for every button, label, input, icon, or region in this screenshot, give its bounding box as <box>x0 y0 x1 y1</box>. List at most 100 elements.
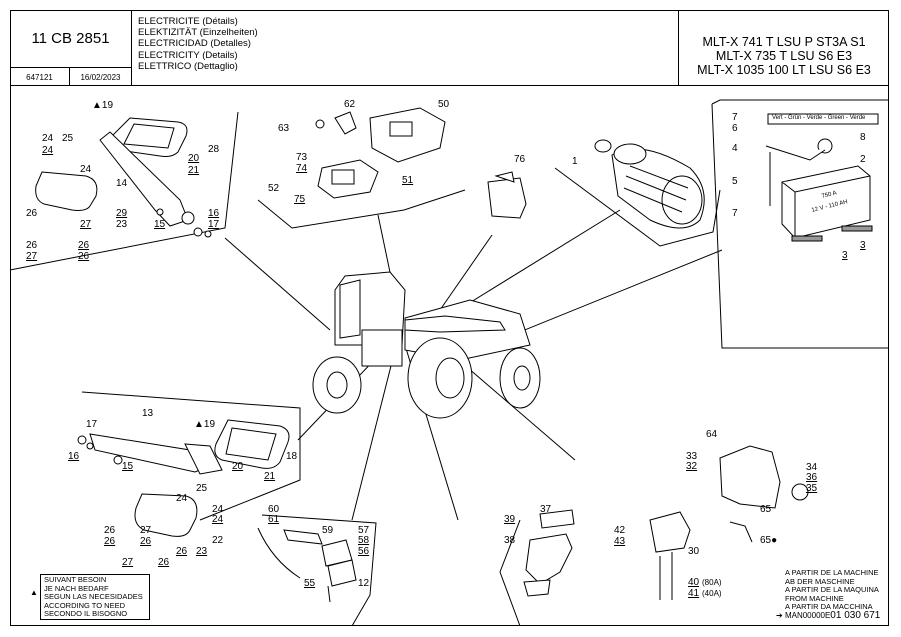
part-label: 58 <box>358 535 370 546</box>
part-label: 59 <box>322 525 334 536</box>
part-label: 1 <box>572 156 578 167</box>
doc-date: 16/02/2023 <box>70 68 132 86</box>
part-label: 43 <box>614 536 626 547</box>
part-label: 16 <box>208 208 220 219</box>
part-label: 42 <box>614 525 626 536</box>
part-label: 73 <box>296 152 308 163</box>
machine-note-line: A PARTIR DE LA MACHINE <box>785 568 879 577</box>
description: ELECTRICITE (Détails) ELEKTIZITÄT (Einze… <box>138 16 678 86</box>
part-label: 27 <box>80 219 92 230</box>
legend-box: SUIVANT BESOIN JE NACH BEDARF SEGUN LAS … <box>40 574 150 620</box>
part-label: 17 <box>86 419 98 430</box>
machine-note: A PARTIR DE LA MACHINE AB DER MASCHINE A… <box>782 568 886 612</box>
part-label: 37 <box>540 504 552 515</box>
part-label: 35 <box>806 483 818 494</box>
arrow-right-icon: ➔ <box>776 611 783 620</box>
legend-symbol: ▲ <box>30 588 38 597</box>
panel-border-top-left <box>9 111 239 271</box>
part-label: 24 <box>80 164 92 175</box>
part-label: 28 <box>208 144 220 155</box>
part-label: 34 <box>806 462 818 473</box>
part-label: 61 <box>268 514 280 525</box>
fuse-boxes <box>523 445 809 600</box>
legend-line: JE NACH BEDARF <box>44 583 109 593</box>
panel-border-top-mid <box>257 189 466 229</box>
part-label: 7 <box>732 112 738 123</box>
part-label: 65● <box>760 535 777 546</box>
panel-border-battery <box>711 103 889 349</box>
part-label: 36 <box>806 472 818 483</box>
part-label: (40A) <box>702 589 722 598</box>
part-label: 51 <box>402 175 414 186</box>
panel-border-battery-top <box>711 99 889 105</box>
machine-note-line: AB DER MASCHINE <box>785 576 855 586</box>
part-label: 5 <box>732 176 738 187</box>
part-label: 20 <box>232 461 244 472</box>
part-label: 56 <box>358 546 370 557</box>
part-label: 17 <box>208 219 220 230</box>
relay-set <box>257 527 357 603</box>
part-label: 24 <box>42 133 54 144</box>
legend-line: SUIVANT BESOIN <box>44 575 107 584</box>
part-label: 26 <box>26 208 38 219</box>
part-label: 14 <box>116 178 128 189</box>
part-label: 63 <box>278 123 290 134</box>
part-label: 33 <box>686 451 698 462</box>
part-label: 62 <box>344 99 356 110</box>
doc-number: 647121 <box>10 68 70 86</box>
model-list: MLT-X 741 T LSU P ST3A S1 MLT-X 735 T LS… <box>678 10 889 86</box>
machine-note-line: A PARTIR DA MACCHINA <box>785 602 873 612</box>
part-label: 26 <box>78 251 90 262</box>
part-label: ▲19 <box>194 419 215 430</box>
model-item: MLT-X 735 T LSU S6 E3 <box>715 49 853 63</box>
part-label: 26 <box>176 546 188 557</box>
part-label: 38 <box>504 535 516 546</box>
part-label: 75 <box>294 194 306 205</box>
part-label: 26 <box>104 536 116 547</box>
legend-line: ACCORDING TO NEED <box>44 600 125 610</box>
legend-line: SECONDO IL BISOGNO <box>44 609 128 619</box>
machine-note-line: A PARTIR DE LA MAQUINA <box>785 585 879 595</box>
part-label: 30 <box>688 546 700 557</box>
part-label: 26 <box>140 536 152 547</box>
battery-rating: 750 A <box>821 190 837 200</box>
part-label: 27 <box>26 251 38 262</box>
part-label: 24 <box>42 145 54 156</box>
part-label: 27 <box>140 525 152 536</box>
part-label: 27 <box>122 557 134 568</box>
rear-light-assembly-top <box>35 117 212 238</box>
part-label: 55 <box>304 578 316 589</box>
battery <box>765 113 879 242</box>
reference-number: 11 CB 2851 <box>10 10 132 68</box>
part-label: 24 <box>212 514 224 525</box>
part-label: 23 <box>196 546 208 557</box>
part-label: (80A) <box>702 578 722 587</box>
part-label: 52 <box>268 183 280 194</box>
wire-color-label: Vert - Grün - Verde - Green - Verde <box>772 115 866 121</box>
machine-note-line: FROM MACHINE <box>785 593 844 603</box>
description-line: ELEKTIZITÄT (Einzelheiten) <box>138 27 258 39</box>
part-label: 24 <box>176 493 188 504</box>
footer-code-number: 01 030 671 <box>830 610 881 621</box>
ecu-modules <box>315 107 446 199</box>
part-label: 24 <box>212 504 224 515</box>
part-label: 13 <box>142 408 154 419</box>
part-label: 74 <box>296 163 308 174</box>
part-label: 3 <box>842 250 848 261</box>
part-label: 60 <box>268 504 280 515</box>
part-label: 50 <box>438 99 450 110</box>
part-label: 76 <box>514 154 526 165</box>
panel-border-bottom-left <box>81 391 301 521</box>
part-label: 29 <box>116 208 128 219</box>
part-label: 65 <box>760 504 772 515</box>
part-label: 21 <box>188 165 200 176</box>
part-label: 41 <box>688 588 700 599</box>
panel-border-bottom-right <box>499 519 521 627</box>
part-label: 15 <box>122 461 134 472</box>
part-label: 20 <box>188 153 200 164</box>
part-label: 2 <box>860 154 866 165</box>
description-line: ELECTRICIDAD (Detalles) <box>138 38 251 50</box>
part-label: 39 <box>504 514 516 525</box>
part-label: 40 <box>688 577 700 588</box>
